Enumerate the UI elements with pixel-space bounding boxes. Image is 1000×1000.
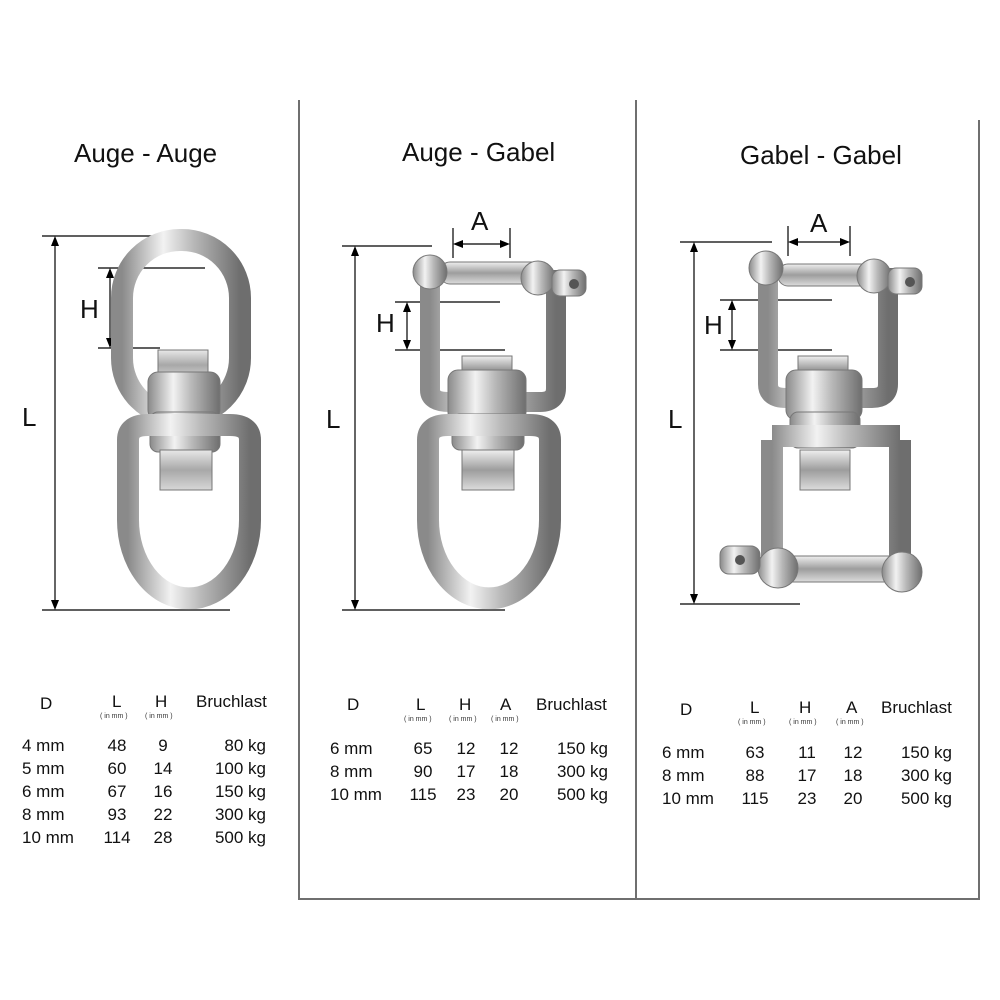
cell-bruchlast: 300 kg	[900, 766, 952, 785]
cell-bruchlast: 150 kg	[214, 782, 266, 801]
cell-l: 60	[107, 759, 127, 778]
header-h-unit: ( in mm )	[789, 719, 817, 726]
dimension-label-l: L	[326, 404, 341, 434]
header-l: L	[416, 695, 426, 714]
cell-l: 65	[413, 739, 433, 758]
dimension-label-h: H	[704, 310, 723, 340]
panel-title: Auge - Gabel	[402, 137, 556, 167]
cell-l: 90	[413, 762, 433, 781]
header-a-unit: ( in mm )	[836, 719, 864, 726]
cell-l: 115	[741, 789, 769, 808]
spec-table: D L ( in mm ) H ( in mm ) A ( in mm ) Br…	[300, 692, 636, 812]
cell-d: 10 mm	[662, 789, 714, 808]
cell-bruchlast: 300 kg	[214, 805, 266, 824]
header-h: H	[799, 698, 812, 717]
panel-title: Auge - Auge	[74, 138, 218, 168]
cell-a: 20	[843, 789, 863, 808]
cell-h: 11	[798, 743, 816, 762]
dimension-label-l: L	[22, 402, 37, 432]
cell-d: 8 mm	[662, 766, 705, 785]
header-l-unit: ( in mm )	[404, 716, 432, 723]
header-h: H	[459, 695, 472, 714]
swivel-jaw-jaw-illustration	[680, 226, 923, 605]
cell-a: 20	[499, 785, 519, 804]
spec-table: D L ( in mm ) H ( in mm ) Bruchlast 4 mm…	[0, 690, 300, 860]
header-l-unit: ( in mm )	[738, 719, 766, 726]
cell-l: 114	[103, 828, 131, 847]
cell-l: 63	[745, 743, 765, 762]
header-d: D	[680, 700, 693, 719]
header-l: L	[112, 692, 122, 711]
header-a: A	[846, 698, 858, 717]
cell-l: 93	[107, 805, 127, 824]
divider-right	[635, 100, 637, 900]
cell-bruchlast: 80 kg	[224, 736, 266, 755]
swivel-eye-jaw-illustration	[342, 228, 587, 611]
header-a-unit: ( in mm )	[491, 716, 519, 723]
dimension-label-h: H	[376, 308, 395, 338]
header-h-unit: ( in mm )	[449, 716, 477, 723]
cell-d: 5 mm	[22, 759, 65, 778]
cell-d: 6 mm	[662, 743, 705, 762]
panel-title: Gabel - Gabel	[740, 140, 902, 170]
header-l: L	[750, 698, 760, 717]
cell-bruchlast: 150 kg	[556, 739, 608, 758]
border-right	[978, 120, 980, 900]
dimension-label-h: H	[80, 294, 99, 324]
cell-h: 12	[456, 739, 476, 758]
cell-bruchlast: 500 kg	[214, 828, 266, 847]
header-bruchlast: Bruchlast	[196, 692, 267, 711]
cell-h: 16	[153, 782, 173, 801]
cell-a: 12	[499, 739, 519, 758]
cell-bruchlast: 300 kg	[556, 762, 608, 781]
cell-h: 17	[456, 762, 476, 781]
cell-l: 48	[107, 736, 127, 755]
header-d: D	[40, 694, 53, 713]
divider-left	[298, 100, 300, 900]
header-a: A	[500, 695, 512, 714]
cell-h: 22	[153, 805, 173, 824]
header-bruchlast: Bruchlast	[536, 695, 607, 714]
cell-h: 17	[797, 766, 817, 785]
swivel-eye-eye-illustration	[42, 229, 261, 611]
cell-d: 10 mm	[22, 828, 74, 847]
cell-bruchlast: 100 kg	[214, 759, 266, 778]
header-h-unit: ( in mm )	[145, 713, 173, 720]
cell-h: 23	[456, 785, 476, 804]
cell-a: 18	[499, 762, 519, 781]
cell-l: 67	[107, 782, 127, 801]
cell-d: 10 mm	[330, 785, 382, 804]
cell-l: 115	[409, 785, 437, 804]
header-l-unit: ( in mm )	[100, 713, 128, 720]
cell-d: 6 mm	[330, 739, 373, 758]
dimension-label-l: L	[668, 404, 683, 434]
cell-l: 88	[745, 766, 765, 785]
header-h: H	[155, 692, 168, 711]
dimension-label-a: A	[810, 208, 828, 238]
cell-d: 6 mm	[22, 782, 65, 801]
cell-a: 12	[843, 743, 863, 762]
cell-h: 23	[797, 789, 817, 808]
bottom-border	[300, 898, 980, 900]
cell-a: 18	[843, 766, 863, 785]
cell-d: 8 mm	[22, 805, 65, 824]
cell-h: 28	[153, 828, 173, 847]
cell-h: 9	[158, 736, 168, 755]
dimension-label-a: A	[471, 206, 489, 236]
cell-d: 8 mm	[330, 762, 373, 781]
spec-table: D L ( in mm ) H ( in mm ) A ( in mm ) Br…	[636, 696, 980, 816]
header-d: D	[347, 695, 360, 714]
header-bruchlast: Bruchlast	[881, 698, 952, 717]
cell-bruchlast: 500 kg	[900, 789, 952, 808]
cell-d: 4 mm	[22, 736, 65, 755]
cell-bruchlast: 500 kg	[556, 785, 608, 804]
cell-h: 14	[153, 759, 173, 778]
cell-bruchlast: 150 kg	[900, 743, 952, 762]
